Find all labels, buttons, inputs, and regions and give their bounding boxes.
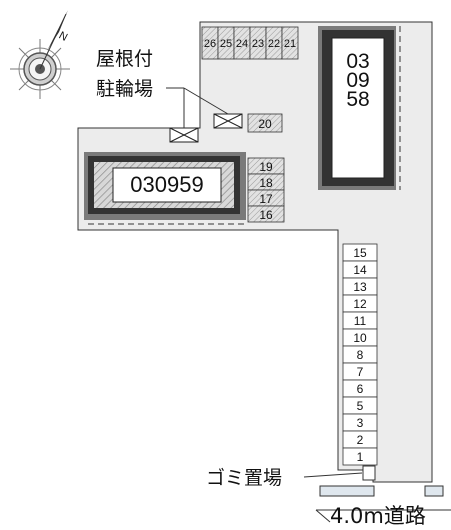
space-label-23: 23	[252, 38, 264, 50]
bike-shelter-marker-left	[169, 127, 199, 143]
space-label-1: 1	[357, 450, 364, 464]
space-label-17: 17	[259, 192, 273, 206]
space-label-11: 11	[354, 314, 367, 328]
building-030958-label-box	[331, 37, 385, 179]
space-label-5: 5	[357, 399, 364, 413]
parking-space-20	[247, 113, 283, 133]
compass-rose	[10, 10, 70, 99]
space-label-15: 15	[353, 246, 367, 260]
space-label-8: 8	[357, 348, 364, 362]
parking-space-21	[281, 26, 299, 60]
left-parking-column: 19 18 17 16	[247, 157, 285, 223]
right-parking-column: 15 14 13 12 11 10 8 7 6 5 3 2 1	[342, 243, 378, 466]
building-030959-label: 030959	[130, 172, 204, 197]
garbage-leader-line	[303, 472, 363, 478]
space-label-7: 7	[357, 365, 364, 379]
garbage-area-label: ゴミ置場	[206, 467, 283, 489]
road-entrance-right	[424, 485, 444, 497]
space-label-10: 10	[353, 331, 367, 345]
top-parking-row: 26 25 24 23 22 21	[201, 26, 299, 60]
space-label-19: 19	[259, 160, 273, 174]
bike-shelter-label-line1: 屋根付	[96, 48, 154, 70]
space-label-24: 24	[236, 38, 248, 50]
space-label-13: 13	[353, 280, 367, 294]
space-label-25: 25	[220, 38, 232, 50]
road-label: 4.0m道路	[330, 504, 426, 528]
bike-shelter-leader-line-right	[183, 87, 229, 115]
bike-shelter-marker-right	[213, 113, 243, 129]
space-label-20: 20	[258, 117, 272, 131]
parking-space-16	[247, 205, 285, 223]
road-entrance-left	[319, 485, 375, 497]
building-030959-label-box	[112, 167, 222, 203]
road-edge-tick	[315, 509, 331, 523]
space-label-2: 2	[357, 433, 364, 447]
space-label-22: 22	[268, 38, 280, 50]
space-label-26: 26	[204, 38, 216, 50]
space-label-18: 18	[259, 176, 273, 190]
space-label-21: 21	[284, 38, 296, 50]
space-label-6: 6	[357, 382, 364, 396]
space-label-3: 3	[357, 416, 364, 430]
space-label-12: 12	[353, 297, 367, 311]
space-label-14: 14	[353, 263, 367, 277]
garbage-area	[362, 465, 376, 481]
building-030958-label: 030958	[346, 50, 370, 111]
parking-space-1	[342, 447, 378, 466]
bike-shelter-label-line2: 駐輪場	[96, 78, 154, 100]
space-label-16: 16	[259, 208, 273, 222]
